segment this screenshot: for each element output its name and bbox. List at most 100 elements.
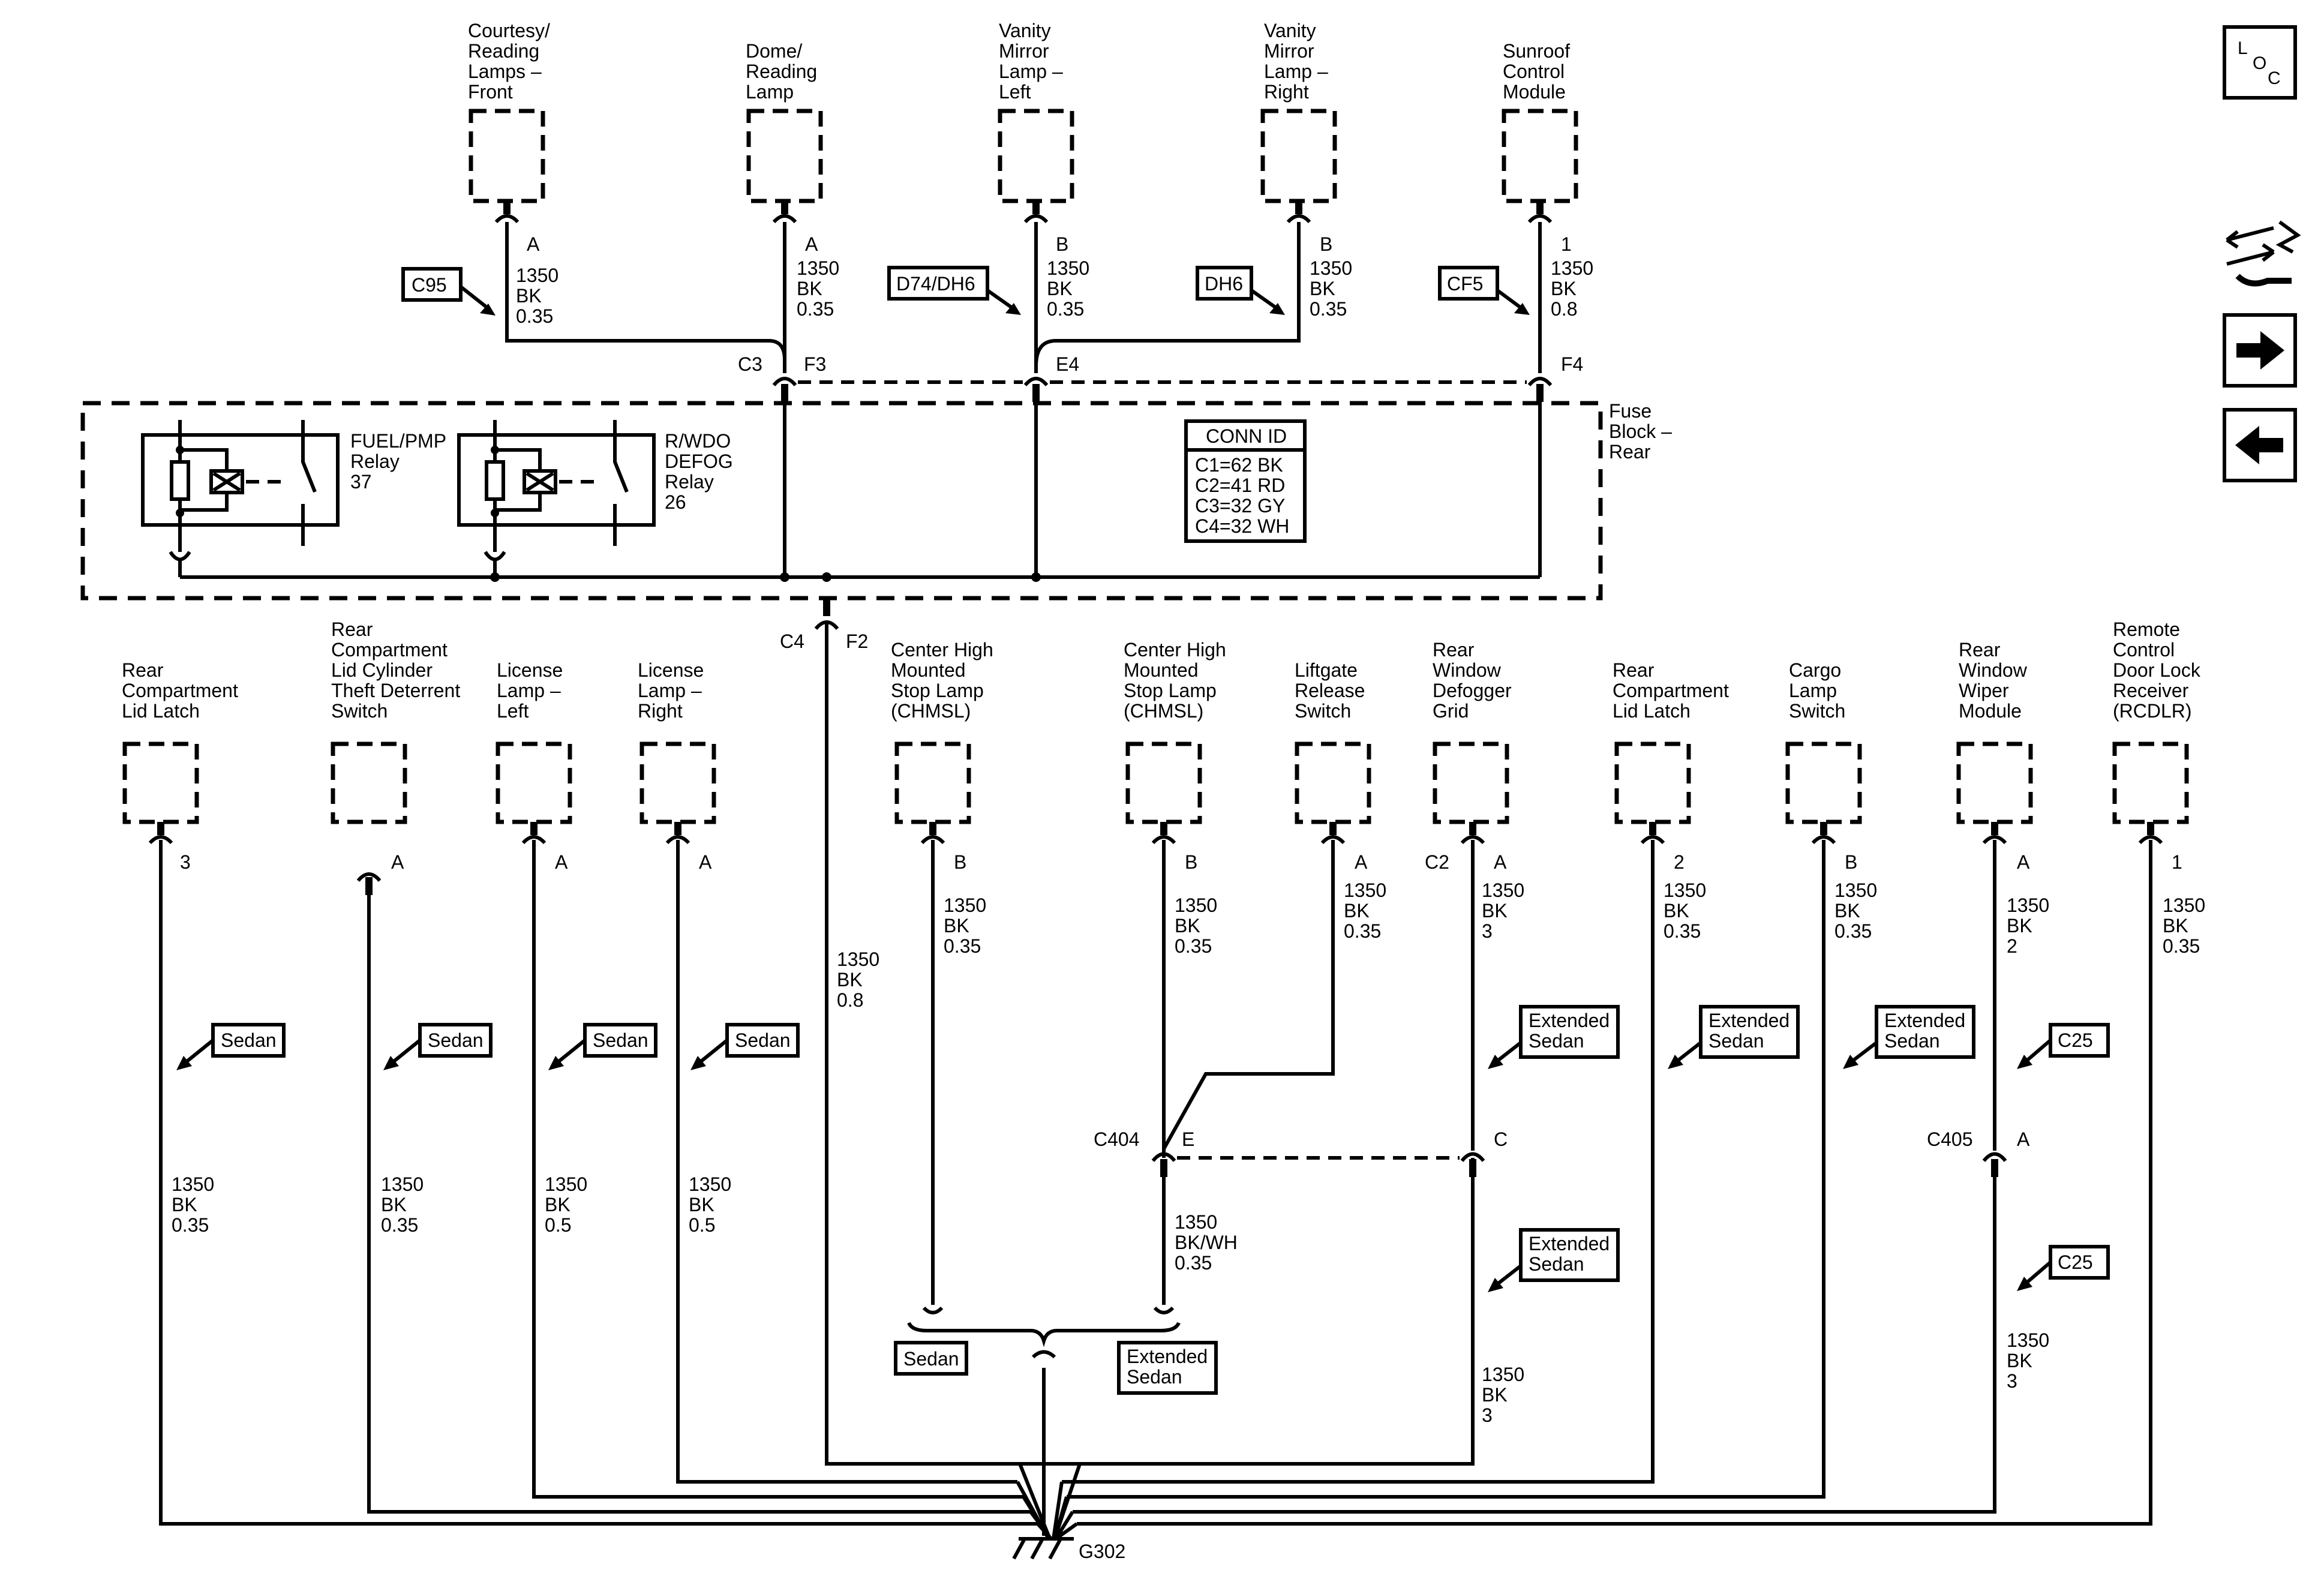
option-tag: Extended — [1529, 1010, 1610, 1031]
tag-arrow — [1495, 1264, 1522, 1287]
wire-label: 0.35 — [516, 305, 553, 327]
tool-icon-wrench[interactable] — [2235, 274, 2292, 287]
component-label-line: (CHMSL) — [891, 700, 971, 722]
tag-arrowhead — [1514, 303, 1530, 315]
option-tag-box — [887, 266, 989, 301]
conn-id-row: C2=41 RD — [1195, 475, 1285, 496]
loc-button-frame[interactable] — [2223, 25, 2297, 100]
top-wires — [505, 222, 1542, 373]
pin-label: A — [1355, 851, 1368, 873]
wire-label: BK — [2007, 915, 2032, 936]
pin-stub — [1536, 201, 1544, 214]
relay-resistor — [485, 460, 505, 501]
pin-stub — [365, 877, 373, 895]
tag-arrow — [1675, 1041, 1702, 1064]
connector-cup — [1151, 835, 1176, 845]
pin-stub — [1032, 384, 1040, 402]
option-splice-selector: Sedan Extended Sedan — [894, 1306, 1218, 1395]
component-label-line: Rear — [1613, 659, 1655, 681]
wire — [1067, 840, 1825, 1499]
component-label-line: Lamp — [1789, 680, 1837, 701]
connector-cup — [521, 835, 547, 845]
connector-cup — [1982, 1152, 2007, 1162]
pin-label: E — [1182, 1128, 1194, 1150]
left-arrow-icon[interactable] — [2235, 426, 2283, 464]
next-page-button[interactable] — [2223, 313, 2297, 388]
wire-label: BK — [2007, 1350, 2032, 1371]
connector-label-f2: F2 — [846, 631, 868, 652]
option-tag: Sedan — [221, 1029, 277, 1051]
wire-label: 1350 — [689, 1173, 731, 1195]
component-box — [331, 742, 407, 824]
previous-page-button[interactable] — [2223, 408, 2297, 482]
wire-label: 0.35 — [1175, 935, 1212, 957]
component-box — [1614, 742, 1691, 824]
wire — [1034, 222, 1301, 367]
tag-arrowhead — [1843, 1055, 1858, 1069]
tag-arrowhead — [1668, 1055, 1683, 1069]
connector-cup — [1286, 214, 1311, 224]
pin-label: A — [391, 851, 404, 873]
wire-label: BK — [1664, 900, 1689, 921]
option-tag: D74/DH6 — [896, 273, 975, 295]
component-rear-compartment-lid-latch-sedan: Rear Compartment Lid Latch 3 Sedan 1350 … — [122, 659, 286, 1236]
connector-cup — [772, 377, 797, 387]
connector-tool-icon[interactable] — [2226, 220, 2301, 287]
component-label-line: Control — [1503, 61, 1565, 82]
pin-label: A — [805, 233, 818, 255]
wire-label: 0.35 — [1664, 920, 1701, 942]
pin-label: A — [699, 851, 712, 873]
component-box — [639, 742, 716, 824]
connector-cup — [1527, 377, 1553, 387]
component-box — [1956, 742, 2033, 824]
component-label-line: (CHMSL) — [1124, 700, 1203, 722]
connector-label-e4: E4 — [1056, 353, 1079, 375]
component-vanity-mirror-lamp-left: Vanity Mirror Lamp – Left B 1350 BK 0.35… — [887, 20, 1089, 320]
pin-label: 3 — [180, 851, 191, 873]
wire-label: 1350 — [1175, 894, 1217, 916]
tag-arrowhead — [2017, 1277, 2032, 1291]
component-label-line: Compartment — [122, 680, 238, 701]
connector-cup — [148, 835, 173, 845]
loc-button[interactable]: L O C — [2223, 25, 2297, 100]
tag-arrow — [2024, 1260, 2052, 1286]
wire-label: 1350 — [516, 265, 559, 286]
wire-label: 0.8 — [1551, 298, 1577, 320]
pin-label: C — [1494, 1128, 1508, 1150]
option-tag: C95 — [412, 274, 447, 296]
component-label-line: Front — [468, 81, 513, 103]
option-tag: C25 — [2058, 1029, 2093, 1051]
wire — [1062, 840, 1655, 1484]
splice-dot — [780, 572, 789, 582]
component-label-line: Remote — [2113, 619, 2180, 640]
option-tag: Extended — [1529, 1233, 1610, 1254]
component-box — [746, 109, 823, 203]
tag-arrow — [460, 285, 490, 311]
pin-stub — [1991, 1159, 1998, 1177]
component-label-line: Center High — [1124, 639, 1226, 661]
pin-stub — [1469, 1159, 1476, 1177]
pin-label: B — [1185, 851, 1197, 873]
wire-label: 1350 — [381, 1173, 424, 1195]
right-arrow-icon[interactable] — [2236, 331, 2284, 370]
wire-label: 1350 — [1551, 257, 1593, 279]
component-box — [1785, 742, 1862, 824]
option-tag-box — [1875, 1005, 1975, 1059]
wire-label: BK — [797, 278, 822, 299]
wire-label: 0.35 — [797, 298, 834, 320]
component-label-line: Switch — [331, 700, 388, 722]
ground-wires — [159, 840, 2152, 1541]
component-label-line: Compartment — [331, 639, 448, 661]
component-box — [894, 742, 971, 824]
option-tag: Sedan — [1529, 1253, 1584, 1275]
wire-label: BK/WH — [1175, 1232, 1238, 1253]
pin-label: A — [2017, 1128, 2030, 1150]
option-tag: Sedan — [593, 1029, 648, 1051]
tool-icon-arrows[interactable] — [2226, 220, 2301, 266]
pin-stub — [530, 822, 538, 835]
pin-stub — [1032, 201, 1040, 214]
option-tag: Sedan — [428, 1029, 484, 1051]
relay-coil-cross — [526, 472, 554, 492]
tag-arrowhead — [383, 1056, 399, 1070]
wire-label: 0.35 — [1175, 1252, 1212, 1274]
